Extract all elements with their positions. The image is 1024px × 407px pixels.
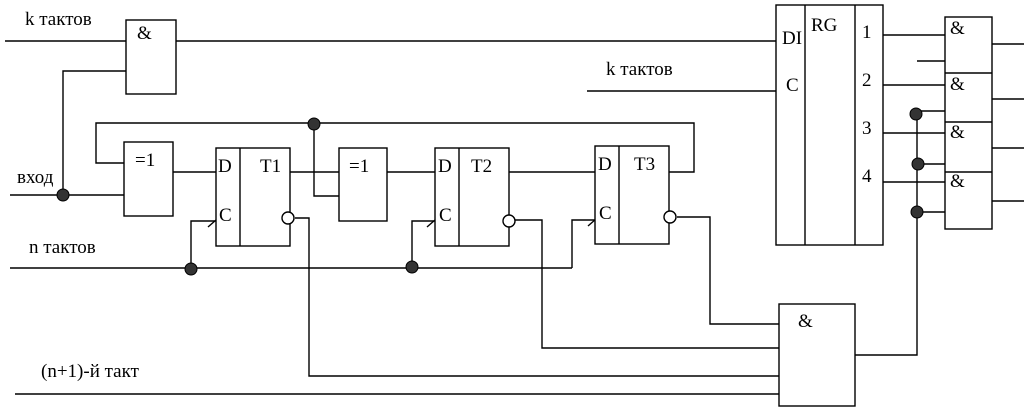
- and-gate-final: [778, 303, 856, 407]
- register-rg-label: RG: [811, 15, 838, 36]
- xor1-label: =1: [135, 150, 155, 171]
- junction-dots: [56, 107, 925, 276]
- signal-input: вход: [17, 167, 54, 188]
- t3-c-pin: C: [599, 203, 612, 224]
- and-gate-input: [125, 19, 177, 95]
- out-and-3-label: &: [950, 122, 965, 143]
- xor2-label: =1: [349, 156, 369, 177]
- wires: [5, 34, 1024, 395]
- inversion-bubbles: [281, 210, 677, 228]
- register-out-1: 1: [862, 22, 872, 43]
- signal-k-top: k тактов: [25, 9, 92, 30]
- trigger-t2: [434, 147, 510, 247]
- and-label: &: [137, 23, 152, 44]
- xor-gate-2: [338, 147, 388, 222]
- t3-label: T3: [634, 154, 655, 175]
- out-and-4-label: &: [950, 171, 965, 192]
- register-out-3: 3: [862, 118, 872, 139]
- output-and-gates: [944, 16, 993, 230]
- t3-d-pin: D: [598, 154, 612, 175]
- blocks: [123, 4, 993, 407]
- register-c-pin: C: [786, 75, 799, 96]
- final-and-label: &: [798, 311, 813, 332]
- t1-d-pin: D: [218, 156, 232, 177]
- t2-label: T2: [471, 156, 492, 177]
- register-di-pin: DI: [782, 28, 802, 49]
- register-rg: [775, 4, 884, 246]
- trigger-t3: [594, 145, 670, 245]
- t2-d-pin: D: [438, 156, 452, 177]
- signal-labels: k тактов k тактов вход n тактов (n+1)-й …: [17, 9, 673, 382]
- output-gate-dividers: [945, 72, 992, 173]
- xor-gate-1: [123, 141, 174, 217]
- t1-c-pin: C: [219, 205, 232, 226]
- trigger-t1: [215, 147, 291, 247]
- register-out-4: 4: [862, 166, 872, 187]
- signal-n-plus-1: (n+1)-й такт: [41, 361, 140, 382]
- block-labels: & =1 D T1 C =1 D T2 C D T3 C DI C RG 1 2…: [135, 15, 965, 332]
- signal-k-mid: k тактов: [606, 59, 673, 80]
- t2-c-pin: C: [439, 205, 452, 226]
- t2-inverted-output: [502, 214, 516, 228]
- signal-n: n тактов: [29, 237, 96, 258]
- register-out-2: 2: [862, 70, 872, 91]
- t1-label: T1: [260, 156, 281, 177]
- t3-inverted-output: [663, 210, 677, 224]
- t1-inverted-output: [281, 211, 295, 225]
- out-and-1-label: &: [950, 18, 965, 39]
- out-and-2-label: &: [950, 74, 965, 95]
